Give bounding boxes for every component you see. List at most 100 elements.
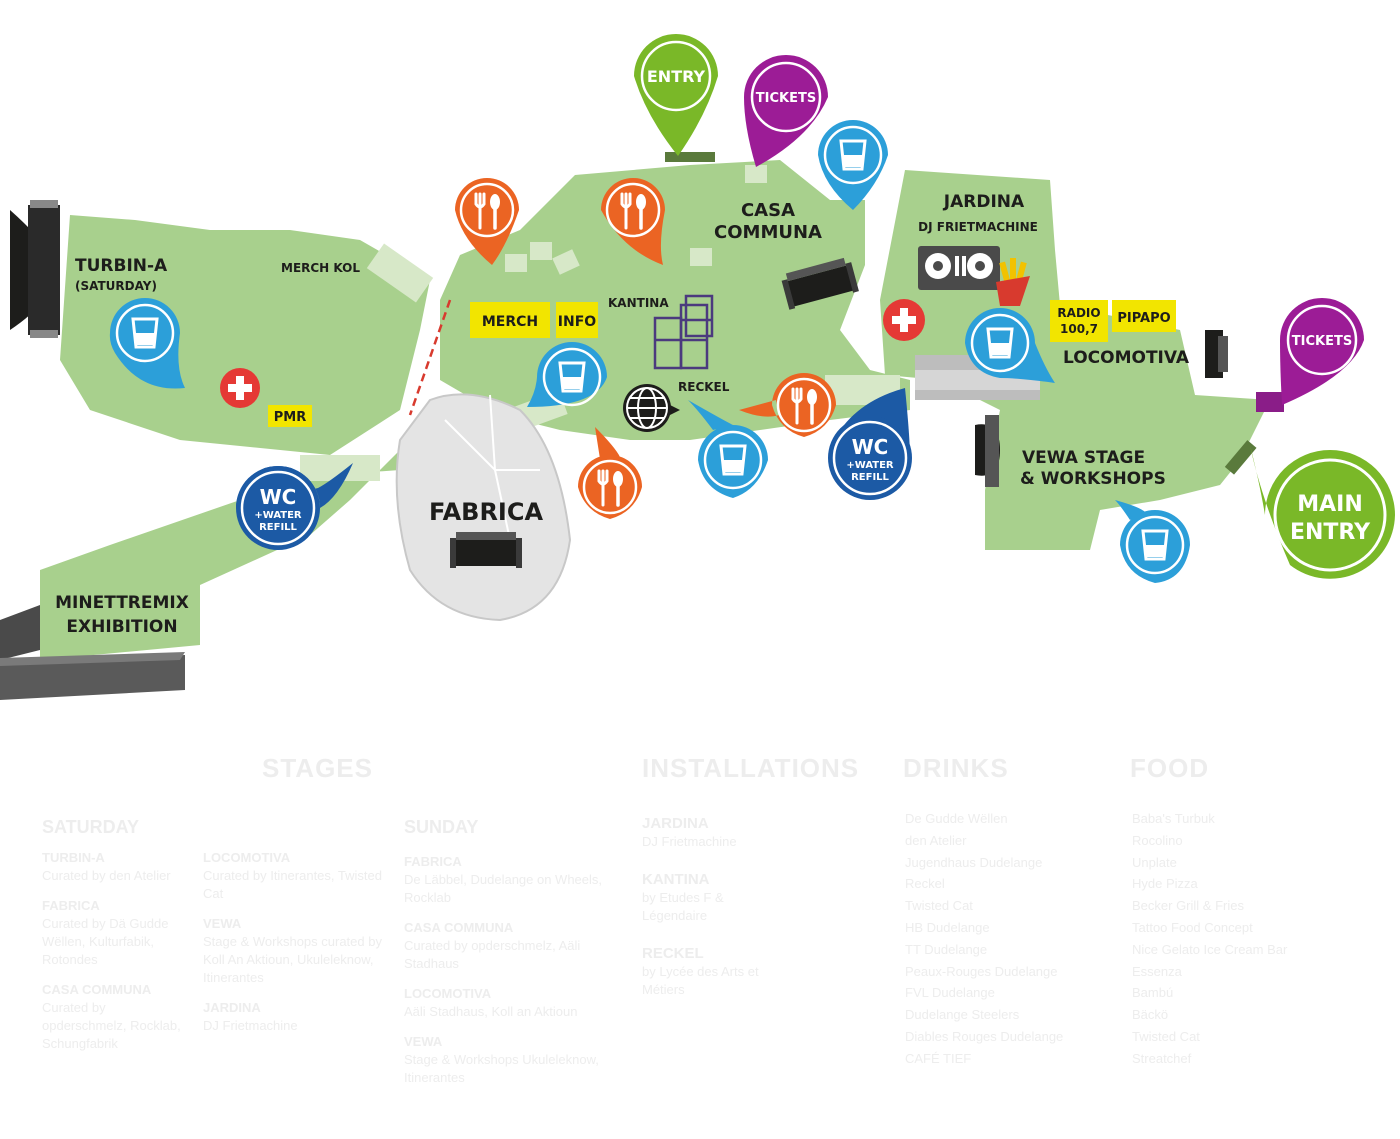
dj-frietmachine-label: DJ FRIETMACHINE	[918, 220, 1038, 234]
vewa-label-2: & WORKSHOPS	[1020, 469, 1166, 489]
drinks-item: Diables Rouges Dudelange	[905, 1028, 1064, 1044]
tag-merch: MERCH	[470, 302, 550, 338]
vewa-label-1: VEWA STAGE	[1022, 448, 1145, 468]
wc-label: WC	[852, 435, 889, 459]
drinks-heading: DRINKS	[903, 753, 1009, 783]
minettremix-blocks	[0, 605, 185, 700]
installation-name: KANTINA	[642, 871, 710, 888]
radio-label-1: RADIO	[1057, 306, 1100, 320]
drinks-item: Peaux-Rouges Dudelange	[905, 963, 1058, 979]
food-item: Twisted Cat	[1132, 1028, 1200, 1044]
fries-icon	[996, 258, 1030, 306]
food-item: Unplate	[1132, 854, 1177, 870]
stage-desc: Curated by Itinerantes, Twisted Cat	[203, 868, 382, 901]
stage-desc: Stage & Workshops curated by Koll An Akt…	[203, 934, 382, 985]
casa-communa-label-1: CASA	[741, 200, 795, 221]
main-entry-gate	[1224, 440, 1257, 475]
kantina-scaffold-icon	[653, 294, 714, 370]
food-item: Nice Gelato Ice Cream Bar	[1132, 941, 1288, 957]
drinks-item: Jugendhaus Dudelange	[905, 854, 1043, 870]
entry-label: ENTRY	[647, 67, 706, 86]
kantina-label: KANTINA	[608, 296, 669, 310]
saturday-column-2: LOCOMOTIVA Curated by Itinerantes, Twist…	[203, 849, 383, 1035]
drinks-item: Dudelange Steelers	[905, 1007, 1020, 1023]
stages-heading: STAGES	[262, 753, 373, 783]
stage-name: CASA COMMUNA	[404, 920, 514, 935]
sunday-heading: SUNDAY	[404, 817, 479, 837]
tickets-pin: TICKETS	[744, 55, 828, 167]
wc-water-label: +WATER	[254, 510, 302, 521]
tickets-gate	[1256, 392, 1284, 412]
merch-label: MERCH	[482, 314, 538, 330]
casa-communa-label-2: COMMUNA	[714, 222, 822, 243]
stage-desc: Stage & Workshops Ukuleleknow, Itinerant…	[404, 1052, 599, 1085]
wc-water-label: +WATER	[846, 460, 894, 471]
drinks-list: De Gudde Wëllen den Atelier Jugendhaus D…	[905, 808, 1105, 1070]
sunday-column: FABRICA De Läbbel, Dudelange on Wheels, …	[404, 853, 604, 1087]
stage-desc: De Läbbel, Dudelange on Wheels, Rocklab	[404, 872, 603, 905]
stage-name: VEWA	[203, 916, 242, 931]
food-item: Bambú	[1132, 985, 1174, 1001]
drinks-item: CAFÉ TIEF	[905, 1050, 972, 1066]
installation-name: RECKEL	[642, 945, 704, 962]
tickets-label: TICKETS	[1292, 334, 1352, 349]
stage-desc: DJ Frietmachine	[203, 1018, 298, 1033]
installation-desc: by Lycée des Arts et Métiers	[642, 964, 759, 997]
food-item: Becker Grill & Fries	[1132, 898, 1244, 914]
water-refill-icon	[1115, 500, 1190, 583]
food-item: Baba's Turbuk	[1132, 811, 1215, 826]
wc-refill-label: REFILL	[851, 472, 889, 483]
locomotiva-label: LOCOMOTIVA	[1063, 348, 1190, 368]
stage-name: LOCOMOTIVA	[404, 986, 492, 1001]
water-refill-icon	[818, 120, 888, 210]
tag-pipapo: PIPAPO	[1112, 300, 1176, 332]
stage-name: VEWA	[404, 1034, 443, 1049]
main-entry-pin: MAIN ENTRY	[1250, 445, 1395, 579]
food-icon	[739, 373, 836, 437]
drinks-item: TT Dudelange	[905, 941, 988, 957]
water-refill-icon	[109, 298, 185, 389]
food-item: Streatchef	[1132, 1050, 1192, 1066]
minettremix-label-1: MINETTREMIX	[55, 593, 189, 613]
pipapo-label: PIPAPO	[1117, 311, 1170, 326]
food-heading: FOOD	[1130, 753, 1210, 783]
drinks-item: Reckel	[905, 876, 945, 892]
food-item: Essenza	[1132, 963, 1182, 979]
first-aid-icon-2	[883, 299, 925, 341]
drinks-item: HB Dudelange	[905, 919, 990, 935]
wc-refill-label: REFILL	[259, 522, 297, 533]
stage-name: FABRICA	[42, 898, 100, 913]
stage-name: TURBIN-A	[42, 850, 105, 865]
installation-desc: DJ Frietmachine	[642, 834, 737, 849]
locomotiva-stage-icon	[1205, 330, 1228, 378]
drinks-item: FVL Dudelange	[905, 985, 995, 1001]
vewa-stage-icon	[975, 415, 1000, 487]
stage-desc: Aäli Stadhaus, Koll an Aktioun	[404, 1004, 578, 1019]
food-item: Rocolino	[1132, 832, 1183, 848]
turbina-sub-label: (SATURDAY)	[75, 279, 157, 293]
drinks-item: De Gudde Wëllen	[905, 811, 1008, 826]
turbina-stage	[10, 200, 60, 338]
stage-desc: Curated by opderschmelz, Aäli Stadhaus	[404, 938, 581, 971]
first-aid-icon-1	[220, 368, 260, 408]
water-refill-icon	[688, 400, 768, 498]
minettremix-label-2: EXHIBITION	[66, 617, 177, 637]
stage-desc: Curated by Dä Gudde Wëllen, Kulturfabik,…	[42, 916, 169, 967]
legend: STAGES INSTALLATIONS DRINKS FOOD SATURDA…	[0, 745, 1400, 1135]
drinks-item: den Atelier	[905, 832, 967, 848]
food-icon	[601, 178, 665, 265]
fabrica-label: FABRICA	[429, 498, 544, 526]
water-refill-icon	[965, 308, 1055, 383]
reckel-label: RECKEL	[678, 380, 730, 394]
radio-label-2: 100,7	[1060, 322, 1098, 336]
dj-deck-icon	[918, 246, 1000, 290]
merch-kol-label: MERCH KOL	[281, 261, 360, 275]
stage-desc: Curated by opderschmelz, Rocklab, Schung…	[42, 1000, 181, 1051]
entry-gate	[665, 152, 715, 162]
food-item: Tattoo Food Concept	[1132, 919, 1253, 935]
fence-line	[408, 299, 452, 416]
festival-map: WC +WATER REFILL WC +WATER REFILL ENTRY …	[0, 34, 1395, 700]
tag-pmr: PMR	[268, 405, 312, 427]
food-icon	[578, 427, 642, 519]
saturday-column-1: TURBIN-A Curated by den Atelier FABRICA …	[42, 849, 192, 1053]
